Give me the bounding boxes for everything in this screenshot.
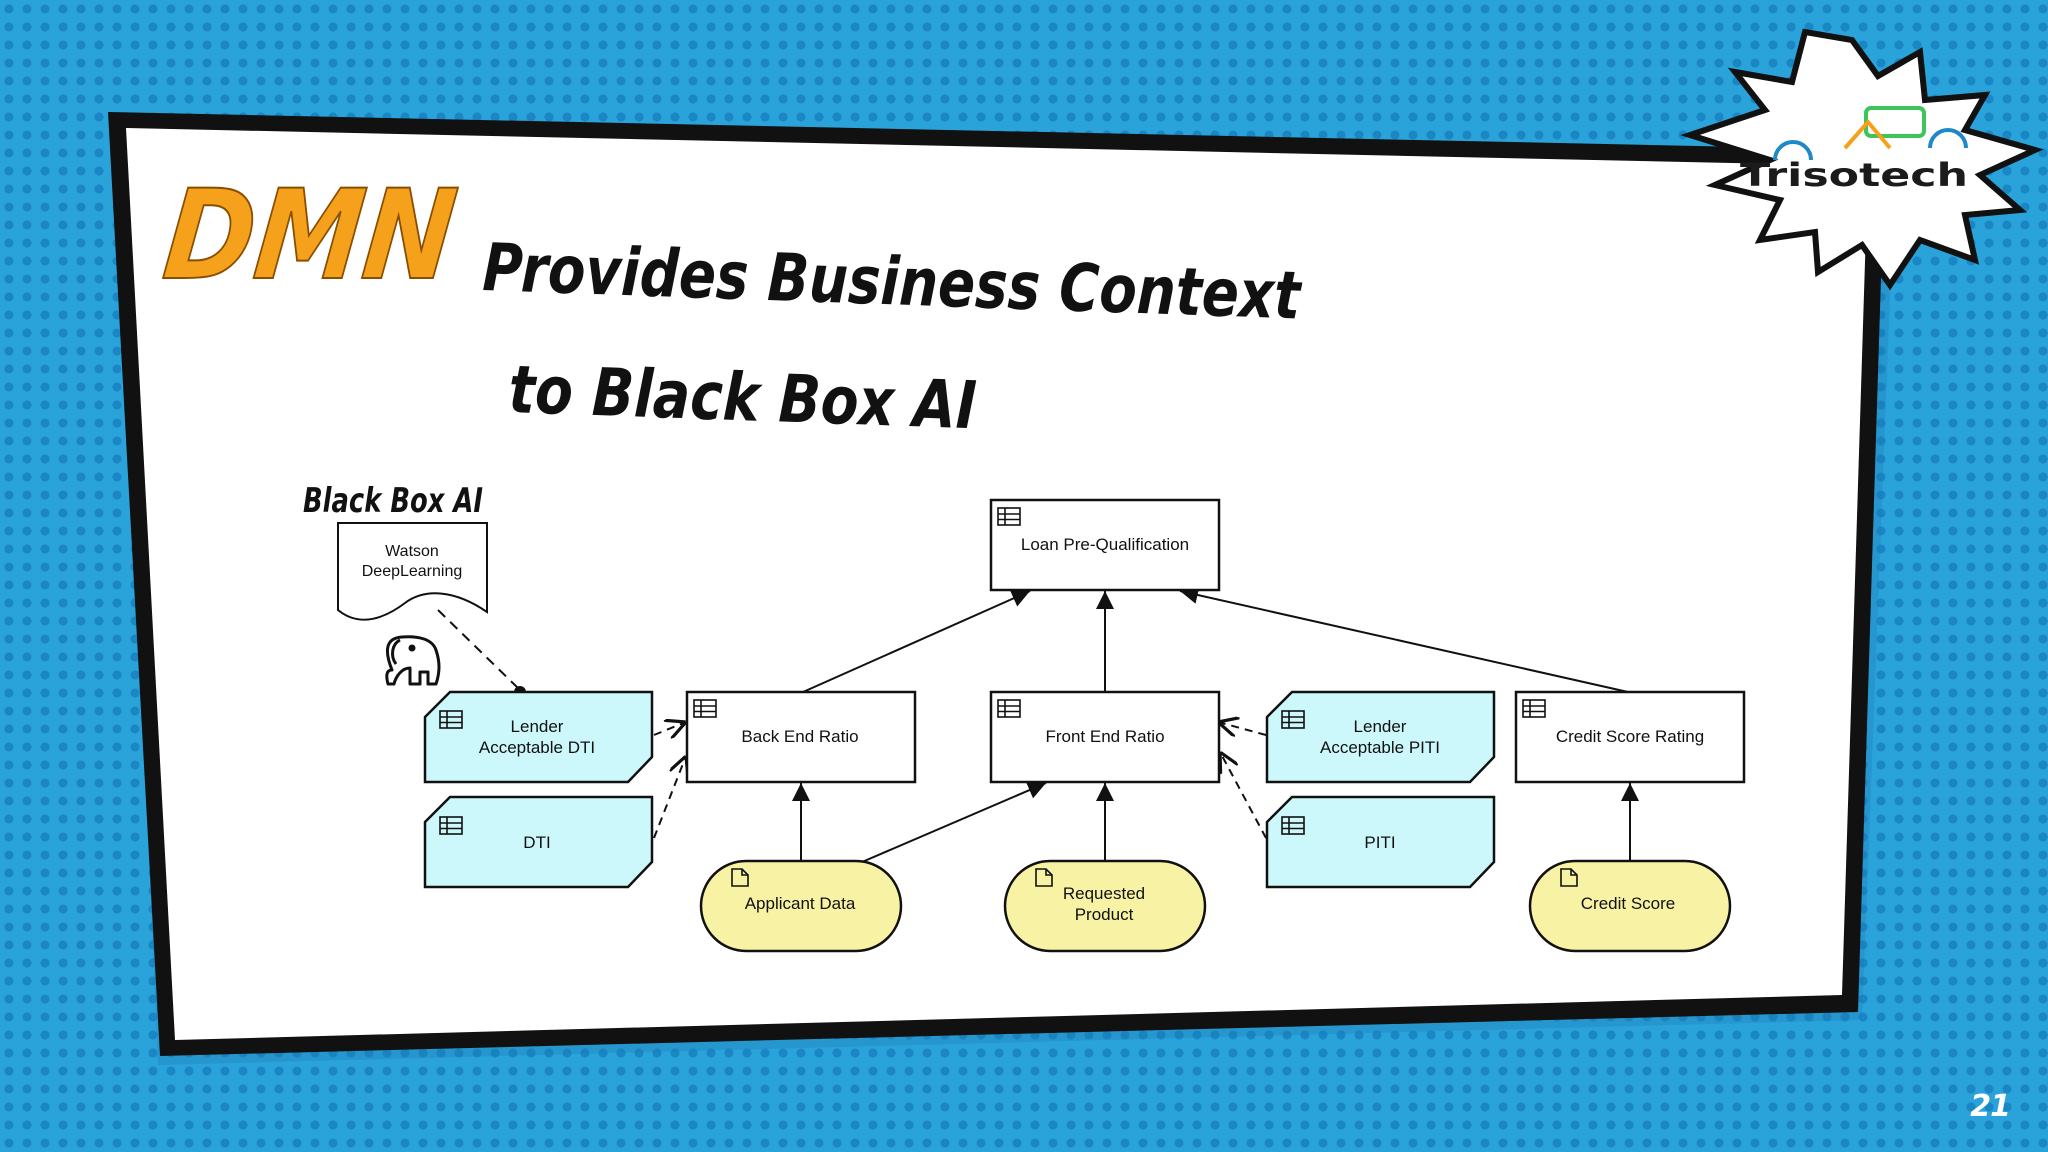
decision-table-icon <box>1522 699 1546 718</box>
lender-dti-line-2: Acceptable DTI <box>479 738 595 757</box>
table-icon <box>1281 816 1305 835</box>
credit-score-label: Credit Score <box>1581 894 1675 913</box>
decision-table-icon <box>997 699 1021 718</box>
edge-credit-rating-to-loan <box>1179 586 1629 693</box>
edge-watson-to-lender-dti <box>437 609 521 691</box>
edge-backend-to-loan <box>802 590 1031 693</box>
input-applicant-data[interactable]: Applicant Data <box>699 859 903 953</box>
page-number: 21 <box>1970 1089 2011 1124</box>
watson-knowledge-document: Watson DeepLearning <box>337 522 488 621</box>
elephant-icon <box>385 635 441 686</box>
edge-applicant-to-frontend <box>861 781 1047 863</box>
knowledge-lender-acceptable-dti[interactable]: Lender Acceptable DTI <box>423 690 654 784</box>
knowledge-dti[interactable]: DTI <box>423 795 654 889</box>
edge-lender-dti-to-backend <box>653 722 686 735</box>
table-icon <box>1281 710 1305 729</box>
requested-line-2: Product <box>1075 905 1134 924</box>
decision-front-end-ratio[interactable]: Front End Ratio <box>989 690 1221 784</box>
front-end-label: Front End Ratio <box>1045 727 1164 746</box>
decision-table-icon <box>997 507 1021 526</box>
watson-line-2: DeepLearning <box>362 563 463 580</box>
table-icon <box>439 816 463 835</box>
title-line-2: to Black Box AI <box>507 351 977 444</box>
knowledge-piti[interactable]: PITI <box>1265 795 1496 889</box>
dti-label: DTI <box>523 833 550 852</box>
logo-text: Trisotech <box>1740 156 1968 194</box>
requested-line-1: Requested <box>1063 884 1145 903</box>
input-credit-score[interactable]: Credit Score <box>1528 859 1732 953</box>
trisotech-logo: Trisotech <box>1680 28 2044 291</box>
lender-piti-line-1: Lender <box>1354 717 1407 736</box>
title-highlight: DMN <box>158 164 463 308</box>
applicant-label: Applicant Data <box>745 894 856 913</box>
lender-piti-line-2: Acceptable PITI <box>1320 738 1440 757</box>
decision-table-icon <box>693 699 717 718</box>
table-icon <box>439 710 463 729</box>
document-icon <box>1035 868 1053 887</box>
document-icon <box>1560 868 1578 887</box>
piti-label: PITI <box>1364 833 1395 852</box>
edge-dti-to-backend <box>653 756 686 839</box>
loan-label: Loan Pre-Qualification <box>1021 535 1189 554</box>
edge-piti-to-frontend <box>1220 752 1267 839</box>
back-end-label: Back End Ratio <box>741 727 858 746</box>
input-requested-product[interactable]: Requested Product <box>1003 859 1207 953</box>
watson-line-1: Watson <box>385 543 439 560</box>
credit-rating-label: Credit Score Rating <box>1556 727 1704 746</box>
lender-dti-line-1: Lender <box>511 717 564 736</box>
document-icon <box>731 868 749 887</box>
decision-loan-prequalification[interactable]: Loan Pre-Qualification <box>989 498 1221 592</box>
decision-back-end-ratio[interactable]: Back End Ratio <box>685 690 917 784</box>
black-box-label: Black Box AI <box>303 481 483 521</box>
decision-credit-score-rating[interactable]: Credit Score Rating <box>1514 690 1746 784</box>
knowledge-lender-acceptable-piti[interactable]: Lender Acceptable PITI <box>1265 690 1496 784</box>
